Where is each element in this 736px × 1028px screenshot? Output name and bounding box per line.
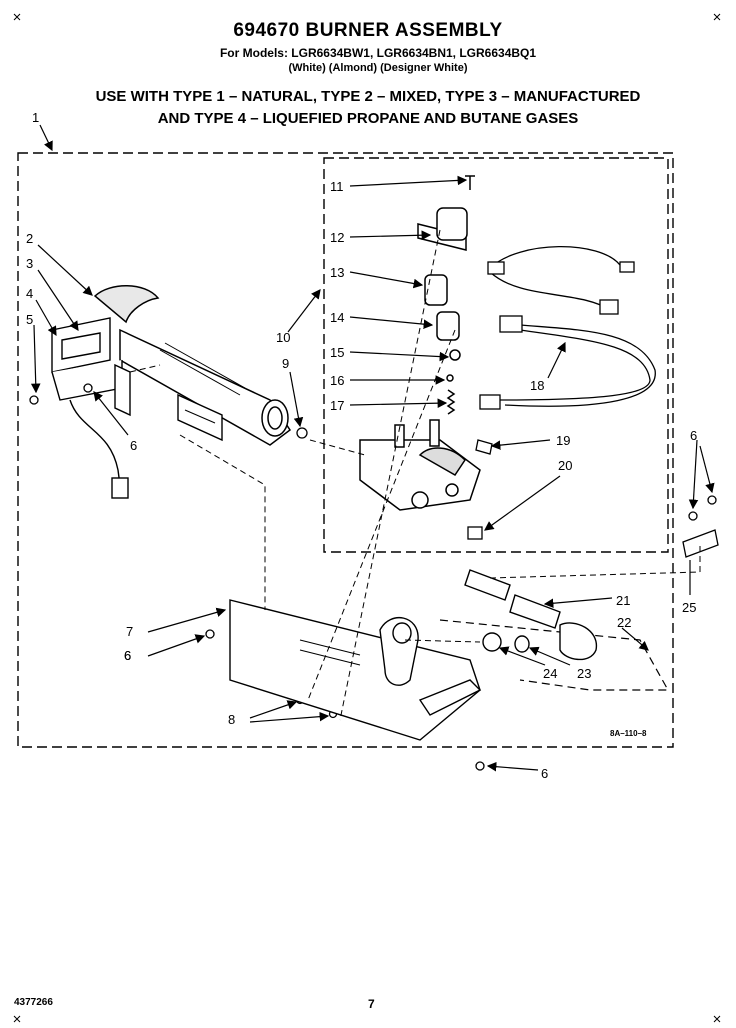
callout-numbers: 1 2 3 4 5 6 6 6 6 7 6 8 9 10 11 12 13 14… xyxy=(26,110,697,781)
document-number: 4377266 xyxy=(14,997,53,1008)
leader-lines xyxy=(30,124,715,772)
pipe-fittings xyxy=(464,569,598,661)
registration-marks xyxy=(13,13,721,1023)
callout-label: 22 xyxy=(617,615,631,630)
page-title: 694670 BURNER ASSEMBLY xyxy=(233,20,503,41)
connector-19 xyxy=(475,439,493,455)
burner-tube xyxy=(93,285,292,446)
callout-label: 11 xyxy=(330,179,344,194)
callout-label: 15 xyxy=(330,345,344,360)
heat-shield xyxy=(177,393,223,442)
callout-label: 9 xyxy=(282,356,289,371)
igniter-plug xyxy=(111,477,129,499)
callout-label: 8 xyxy=(228,712,235,727)
gas-valve xyxy=(359,419,481,511)
igniter-wire xyxy=(69,399,121,486)
model-list: For Models: LGR6634BW1, LGR6634BN1, LGR6… xyxy=(219,46,537,60)
wire-harness xyxy=(489,246,656,407)
callout-label: 2 xyxy=(26,231,33,246)
igniter-bracket xyxy=(51,317,131,417)
callout-label: 25 xyxy=(682,600,696,615)
callout-label: 1 xyxy=(32,110,39,125)
callout-label: 6 xyxy=(124,648,131,663)
callout-label: 7 xyxy=(126,624,133,639)
callout-label: 18 xyxy=(530,378,544,393)
gas-type-line-2: AND TYPE 4 – LIQUEFIED PROPANE AND BUTAN… xyxy=(157,110,579,127)
outer-assembly-frame xyxy=(17,152,674,748)
valve-coils xyxy=(417,175,475,415)
callout-label: 24 xyxy=(543,666,557,681)
callout-label: 12 xyxy=(330,230,344,245)
callout-label: 17 xyxy=(330,398,344,413)
valve-assembly-frame xyxy=(323,157,669,553)
callout-label: 19 xyxy=(556,433,570,448)
model-colors: (White) (Almond) (Designer White) xyxy=(288,62,468,74)
fitting-20 xyxy=(467,526,483,540)
callout-label: 6 xyxy=(690,428,697,443)
figure-code: 8A–110–8 xyxy=(610,729,647,738)
callout-label: 6 xyxy=(541,766,548,781)
callout-label: 16 xyxy=(330,373,344,388)
page-number: 7 xyxy=(368,997,375,1011)
callout-label: 13 xyxy=(330,265,344,280)
callout-label: 23 xyxy=(577,666,591,681)
callout-label: 4 xyxy=(26,286,33,301)
callout-label: 6 xyxy=(130,438,137,453)
harness-connectors xyxy=(479,261,635,410)
bracket-25 xyxy=(682,529,719,558)
callout-label: 21 xyxy=(616,593,630,608)
burner-bracket xyxy=(229,599,482,741)
callout-label: 10 xyxy=(276,330,290,345)
callout-label: 6 xyxy=(124,648,131,663)
callout-label: 5 xyxy=(26,312,33,327)
gas-type-line-1: USE WITH TYPE 1 – NATURAL, TYPE 2 – MIXE… xyxy=(95,88,641,105)
callout-label: 14 xyxy=(330,310,344,325)
assembly-guides xyxy=(129,229,701,721)
callout-label: 20 xyxy=(558,458,572,473)
callout-label: 3 xyxy=(26,256,33,271)
